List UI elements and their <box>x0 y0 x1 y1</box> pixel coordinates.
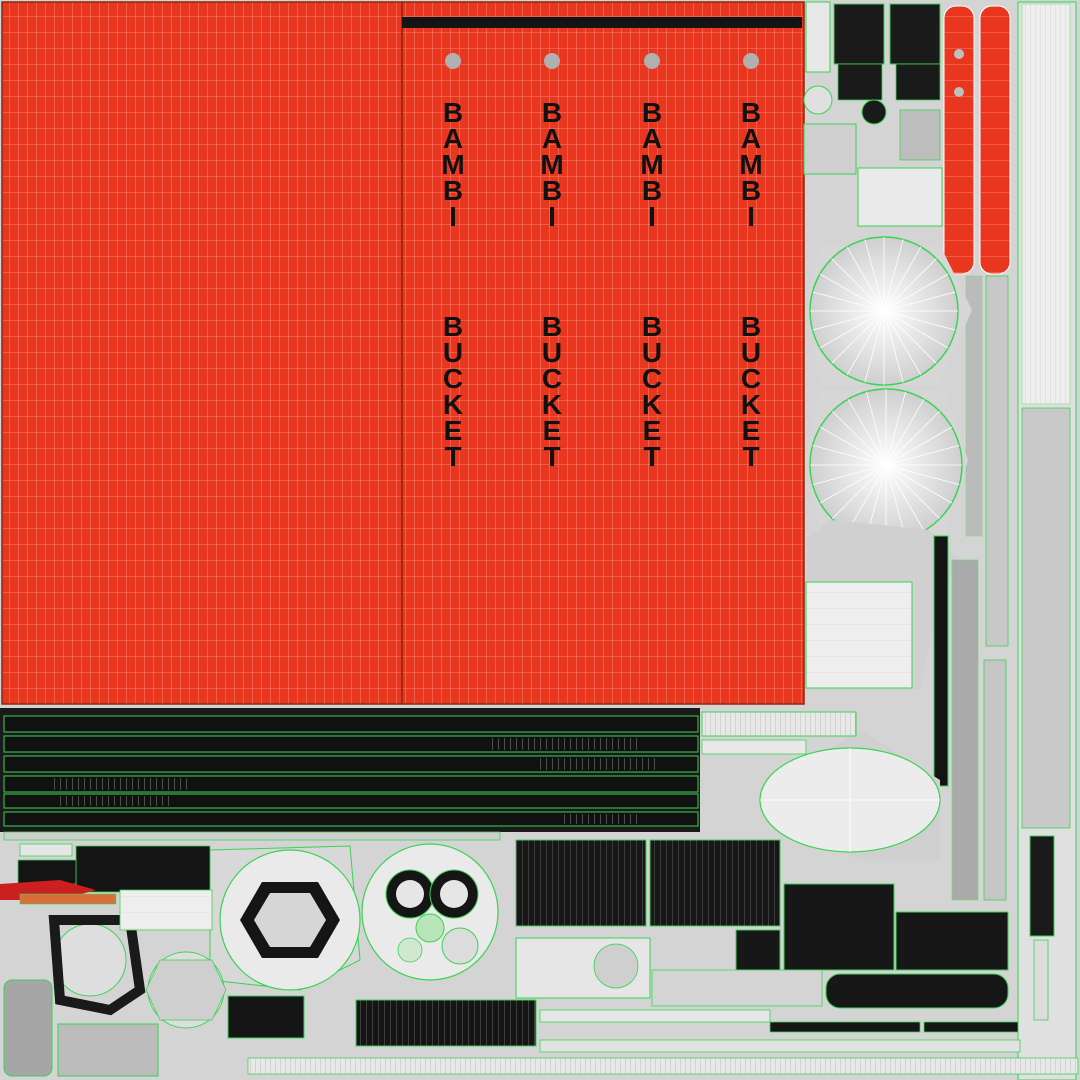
ring-parts <box>3 843 499 1077</box>
disc-spoke <box>885 410 941 466</box>
disc-spoke <box>819 273 885 312</box>
bucket-discs <box>806 236 972 542</box>
disc-spoke <box>819 464 887 504</box>
dark-strips <box>0 708 700 841</box>
top-band <box>402 17 802 28</box>
disc-spoke <box>885 464 941 520</box>
left-small-parts <box>0 843 213 931</box>
disc-spoke <box>885 391 907 466</box>
disc-spoke <box>883 291 956 312</box>
disc-spoke <box>819 426 887 466</box>
disc-spoke <box>865 391 887 466</box>
disc-spoke <box>819 310 885 349</box>
disc-spoke <box>812 291 885 312</box>
disc-spoke <box>847 398 887 466</box>
disc-spoke <box>885 464 925 532</box>
disc-spoke <box>885 464 953 504</box>
disc-spoke <box>812 444 887 466</box>
disc-spoke <box>883 310 922 376</box>
disc-spoke <box>847 464 887 532</box>
ring-gears <box>361 843 499 981</box>
disc-spoke <box>885 444 960 466</box>
disc-spoke <box>883 310 949 349</box>
disc-spoke <box>885 464 960 486</box>
disc-spoke <box>883 239 904 312</box>
red-rails <box>943 5 1011 275</box>
disc-spokes <box>810 237 962 541</box>
lens-part <box>701 711 941 860</box>
disc-spoke <box>812 310 885 331</box>
disc-spoke <box>831 310 885 364</box>
disc-spoke <box>885 426 953 466</box>
red-panel-left <box>1 1 403 705</box>
hole-marker <box>743 53 759 69</box>
disc-spoke <box>885 398 925 466</box>
disc-spoke <box>883 310 956 331</box>
hole-marker <box>445 53 461 69</box>
bottom-strips <box>227 995 1079 1075</box>
disc-spoke <box>883 310 904 383</box>
right-column-parts <box>965 1 1077 1080</box>
disc-spoke <box>864 239 885 312</box>
disc-spoke <box>885 464 907 539</box>
disc-spoke <box>812 464 887 486</box>
disc-spoke <box>831 410 887 466</box>
hole-marker <box>644 53 660 69</box>
disc-spoke <box>883 246 922 312</box>
disc-spoke <box>883 310 937 364</box>
bottom-dark-panels <box>515 839 1009 1009</box>
disc-spoke <box>864 310 885 383</box>
disc-spoke <box>831 258 885 312</box>
small-parts-top <box>803 1 943 227</box>
disc-spoke <box>831 464 887 520</box>
disc-spoke <box>846 246 885 312</box>
middle-right-parts <box>805 520 1007 901</box>
red-panel-bucket <box>401 1 805 705</box>
hole-marker <box>544 53 560 69</box>
disc-spoke <box>883 258 937 312</box>
disc-spoke <box>883 273 949 312</box>
disc-spoke <box>846 310 885 376</box>
